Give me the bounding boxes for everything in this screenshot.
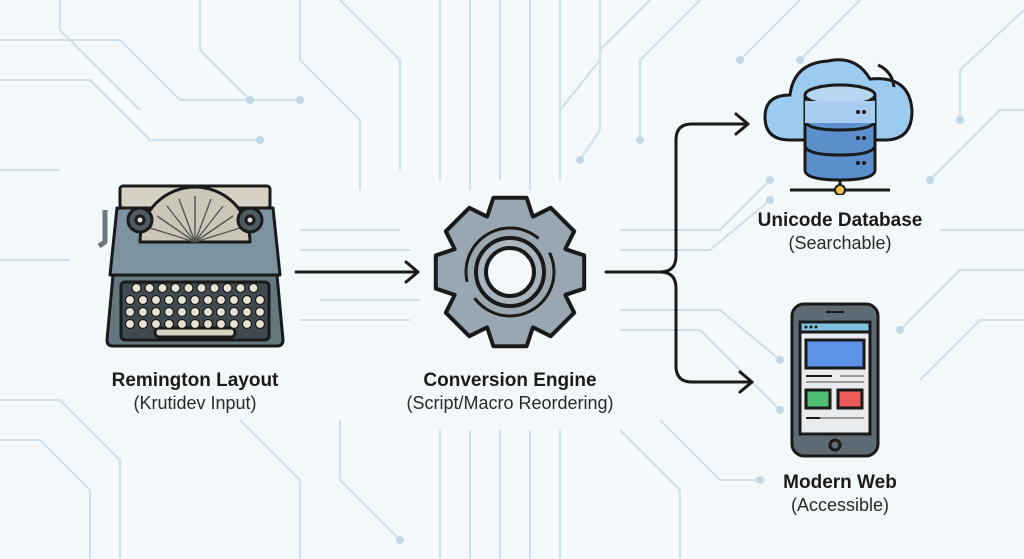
node-subtitle: (Searchable) bbox=[788, 233, 892, 253]
typewriter-key bbox=[144, 282, 155, 294]
typewriter-key bbox=[150, 294, 162, 306]
node-web-label: Modern Web (Accessible) bbox=[720, 472, 960, 516]
typewriter-key bbox=[163, 294, 175, 306]
typewriter-key bbox=[137, 294, 149, 306]
typewriter-key bbox=[163, 306, 175, 318]
typewriter-key bbox=[241, 294, 253, 306]
typewriter-key bbox=[189, 306, 201, 318]
typewriter-key bbox=[189, 294, 201, 306]
node-subtitle: (Accessible) bbox=[790, 495, 890, 515]
typewriter-key bbox=[209, 282, 220, 294]
typewriter-key bbox=[241, 306, 253, 318]
node-engine-label: Conversion Engine (Script/Macro Reorderi… bbox=[360, 370, 660, 414]
typewriter-key bbox=[202, 306, 214, 318]
typewriter-key bbox=[228, 306, 240, 318]
typewriter-key bbox=[202, 294, 214, 306]
typewriter-key bbox=[137, 318, 149, 330]
typewriter-key bbox=[215, 318, 227, 330]
typewriter-key bbox=[183, 282, 194, 294]
typewriter-key bbox=[131, 282, 142, 294]
typewriter-key bbox=[228, 294, 240, 306]
typewriter-key bbox=[124, 318, 136, 330]
typewriter-key bbox=[202, 318, 214, 330]
typewriter-key bbox=[163, 318, 175, 330]
typewriter-key bbox=[235, 282, 246, 294]
node-subtitle: (Script/Macro Reordering) bbox=[406, 393, 614, 413]
node-title: Conversion Engine bbox=[423, 370, 597, 391]
typewriter-key bbox=[157, 282, 168, 294]
typewriter-key bbox=[254, 294, 266, 306]
typewriter-key bbox=[215, 294, 227, 306]
arrow-engine-to-branches bbox=[604, 122, 750, 274]
typewriter-key bbox=[222, 282, 233, 294]
node-database-label: Unicode Database (Searchable) bbox=[720, 210, 960, 254]
typewriter-key bbox=[228, 318, 240, 330]
arrow-engine-to-web bbox=[658, 270, 754, 384]
typewriter-key bbox=[124, 294, 136, 306]
typewriter-key bbox=[189, 318, 201, 330]
typewriter-key bbox=[170, 282, 181, 294]
typewriter-key bbox=[254, 306, 266, 318]
typewriter-key bbox=[176, 318, 188, 330]
typewriter-icon bbox=[97, 184, 285, 348]
node-title: Remington Layout bbox=[111, 370, 279, 391]
typewriter-key bbox=[254, 318, 266, 330]
cloud-database-icon bbox=[763, 58, 914, 195]
typewriter-key bbox=[150, 306, 162, 318]
node-typewriter-label: Remington Layout (Krutidev Input) bbox=[60, 370, 330, 414]
typewriter-key bbox=[196, 282, 207, 294]
typewriter-key bbox=[241, 318, 253, 330]
typewriter-key bbox=[150, 318, 162, 330]
typewriter-key bbox=[215, 306, 227, 318]
node-title: Modern Web bbox=[783, 472, 897, 493]
smartphone-icon bbox=[790, 302, 880, 458]
gear-icon bbox=[433, 195, 587, 349]
typewriter-key bbox=[176, 294, 188, 306]
typewriter-key bbox=[124, 306, 136, 318]
node-title: Unicode Database bbox=[757, 210, 923, 231]
typewriter-key bbox=[176, 306, 188, 318]
node-subtitle: (Krutidev Input) bbox=[133, 393, 257, 413]
typewriter-key bbox=[248, 282, 259, 294]
typewriter-key bbox=[137, 306, 149, 318]
